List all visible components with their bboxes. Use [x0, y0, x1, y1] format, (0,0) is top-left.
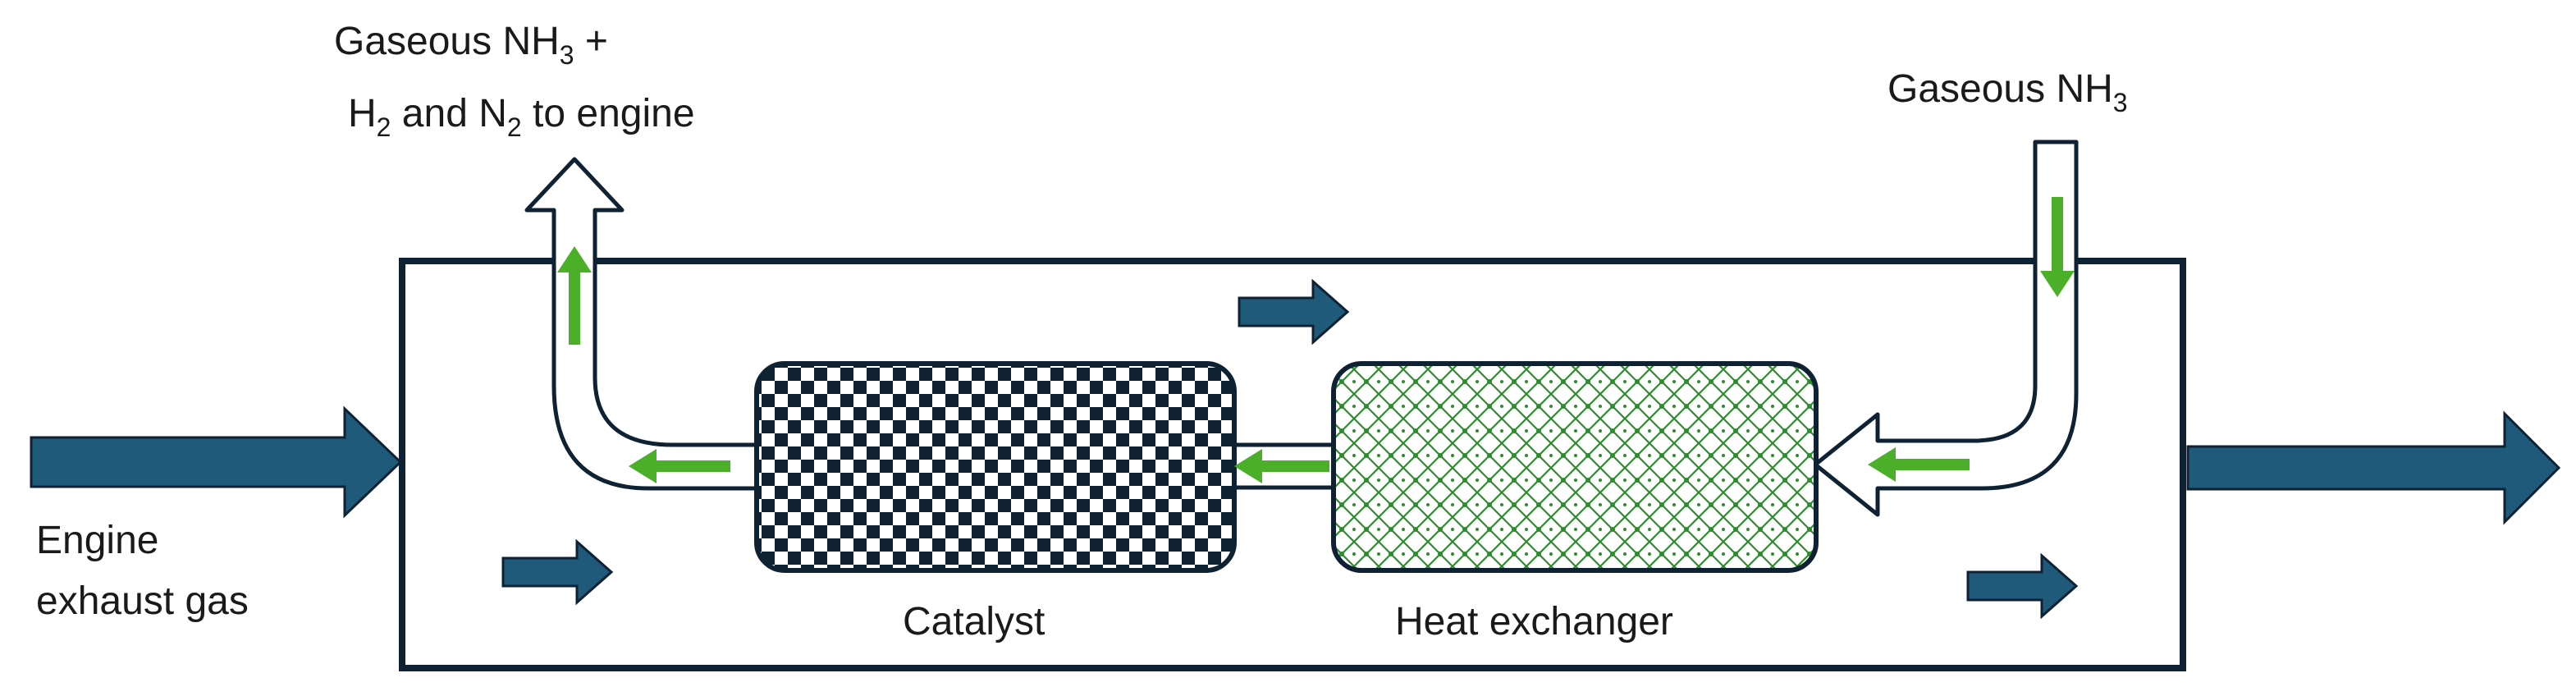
nh3-inlet-pipe [1813, 140, 2079, 517]
heat-exchanger-label: Heat exchanger [1395, 600, 1673, 643]
exhaust-inlet-arrow [30, 405, 403, 519]
process-flow-arrow [629, 449, 730, 483]
process-flow-arrow [1234, 449, 1329, 483]
outlet-label-line1: Gaseous NH3 + [334, 20, 608, 70]
engine-exhaust-label-line2: exhaust gas [36, 579, 249, 623]
exhaust-flow-arrow [1966, 552, 2079, 620]
process-flow-arrow [557, 246, 592, 345]
engine-exhaust-label-line1: Engine [36, 519, 158, 562]
exhaust-flow-arrow [501, 538, 614, 606]
outlet-pipe [524, 157, 766, 491]
exhaust-flow-arrow [1238, 278, 1350, 346]
catalyst-block [754, 361, 1237, 573]
nh3-inlet-label: Gaseous NH3 [1887, 67, 2128, 117]
catalyst-label: Catalyst [903, 600, 1045, 643]
exhaust-outlet-arrow [2186, 410, 2561, 525]
process-flow-arrow [2040, 197, 2075, 297]
process-flow-arrow [1868, 447, 1970, 482]
heat-exchanger-block [1331, 361, 1819, 573]
outlet-label-line2: H2 and N2 to engine [348, 92, 695, 142]
